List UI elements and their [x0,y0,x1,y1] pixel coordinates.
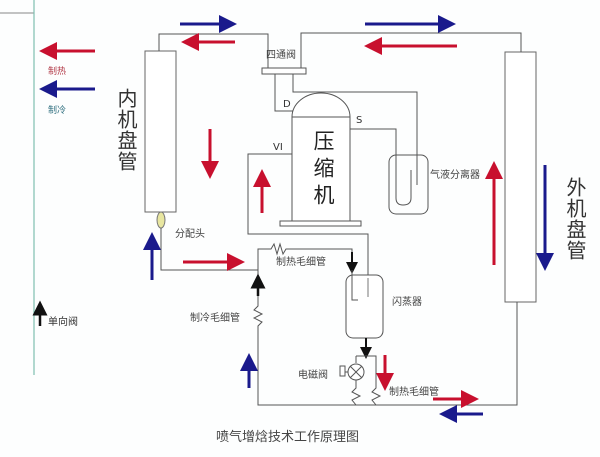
pipe-4way-to-outdoor [300,32,522,68]
outdoor-coil-label: 外机盘管 [563,177,587,261]
diagram-title: 喷气增焓技术工作原理图 [216,430,360,445]
pipe-vapor-injection [247,153,369,278]
four-way-valve [261,67,307,75]
separator-u-tube [395,170,412,206]
solenoid-coil [339,365,346,377]
pipe-4way-to-separator [292,74,418,185]
flash-tank-inlet [351,270,358,301]
legend-heating-label: 制热 [48,67,67,77]
port-d-label: D [283,99,291,110]
gas-liquid-separator [388,154,429,215]
pipe-distributor-line [160,228,258,271]
four-way-valve-label: 四通阀 [266,50,296,61]
compressor-dome [291,92,351,118]
gas-liquid-separator-label: 气液分离器 [430,170,480,181]
distributor-label: 分配头 [175,229,205,240]
pipe-suction [350,128,397,198]
solenoid-valve-label: 电磁阀 [298,370,328,381]
compressor-label: 压缩机 [311,130,335,211]
flash-tank [345,274,384,339]
heating-capillary-bottom-label: 制热毛细管 [389,387,439,398]
cooling-capillary [252,270,518,406]
flash-tank-label: 闪蒸器 [392,297,422,308]
compressor-body [291,116,351,222]
legend-cooling-label: 制冷 [48,106,67,116]
indoor-coil [144,50,177,213]
heating-capillary-top-label: 制热毛细管 [276,257,326,268]
pipe-indoor-to-4way [158,33,269,68]
port-vi-label: VI [273,142,283,153]
cooling-capillary-label: 制冷毛细管 [190,313,240,324]
outdoor-coil [504,51,537,303]
distributor [156,211,166,229]
heating-capillary-top [257,242,353,270]
pipe-4way-to-discharge [274,74,295,112]
solenoid-capillary [351,380,362,406]
pipe-branch [356,355,382,406]
compressor-base [279,220,362,227]
indoor-coil-label: 内机盘管 [114,88,138,172]
port-s-label: S [356,115,363,126]
legend-check-valve-label: 单向阀 [48,317,78,328]
solenoid-valve-x2 [349,365,363,379]
